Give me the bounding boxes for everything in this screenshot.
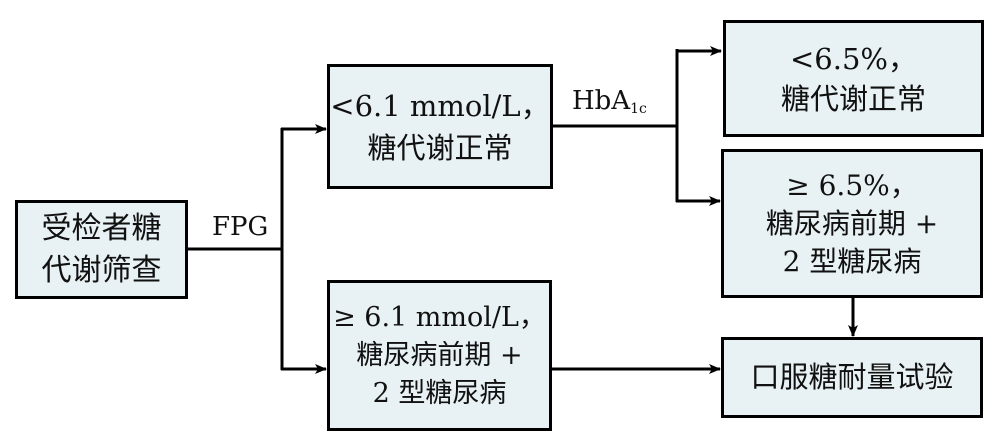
node-hba1c-high-line-3: 2 型糖尿病 — [782, 244, 922, 278]
node-screening-line-2: 代谢筛查 — [41, 252, 162, 288]
node-screening: 受检者糖 代谢筛查 — [15, 200, 188, 299]
hba1c-main: HbA — [572, 86, 631, 116]
node-fpg-high-line-2: 糖尿病前期 + — [356, 339, 523, 371]
hba1c-sub: 1c — [630, 101, 647, 117]
node-fpg-normal-line-1: <6.1 mmol/L， — [330, 88, 550, 123]
node-fpg-normal: <6.1 mmol/L， 糖代谢正常 — [327, 64, 553, 189]
node-fpg-high-line-3: 2 型糖尿病 — [372, 377, 507, 409]
edge-label-hba1c: HbA1c — [572, 86, 647, 117]
node-fpg-high-line-1: ≥ 6.1 mmol/L， — [333, 301, 546, 333]
node-hba1c-normal-line-1: <6.5%， — [790, 41, 917, 76]
edge-label-fpg: FPG — [212, 212, 269, 242]
node-fpg-normal-line-2: 糖代谢正常 — [367, 130, 513, 165]
node-fpg-high: ≥ 6.1 mmol/L， 糖尿病前期 + 2 型糖尿病 — [327, 280, 552, 431]
node-ogtt-line-1: 口服糖耐量试验 — [750, 360, 954, 394]
node-ogtt: 口服糖耐量试验 — [721, 337, 983, 418]
node-hba1c-high-line-2: 糖尿病前期 + — [765, 206, 939, 240]
node-hba1c-normal: <6.5%， 糖代谢正常 — [723, 20, 984, 137]
node-hba1c-high: ≥ 6.5%， 糖尿病前期 + 2 型糖尿病 — [721, 149, 983, 298]
node-screening-line-1: 受检者糖 — [41, 210, 162, 246]
node-hba1c-high-line-1: ≥ 6.5%， — [786, 168, 918, 202]
node-hba1c-normal-line-2: 糖代谢正常 — [780, 81, 926, 116]
